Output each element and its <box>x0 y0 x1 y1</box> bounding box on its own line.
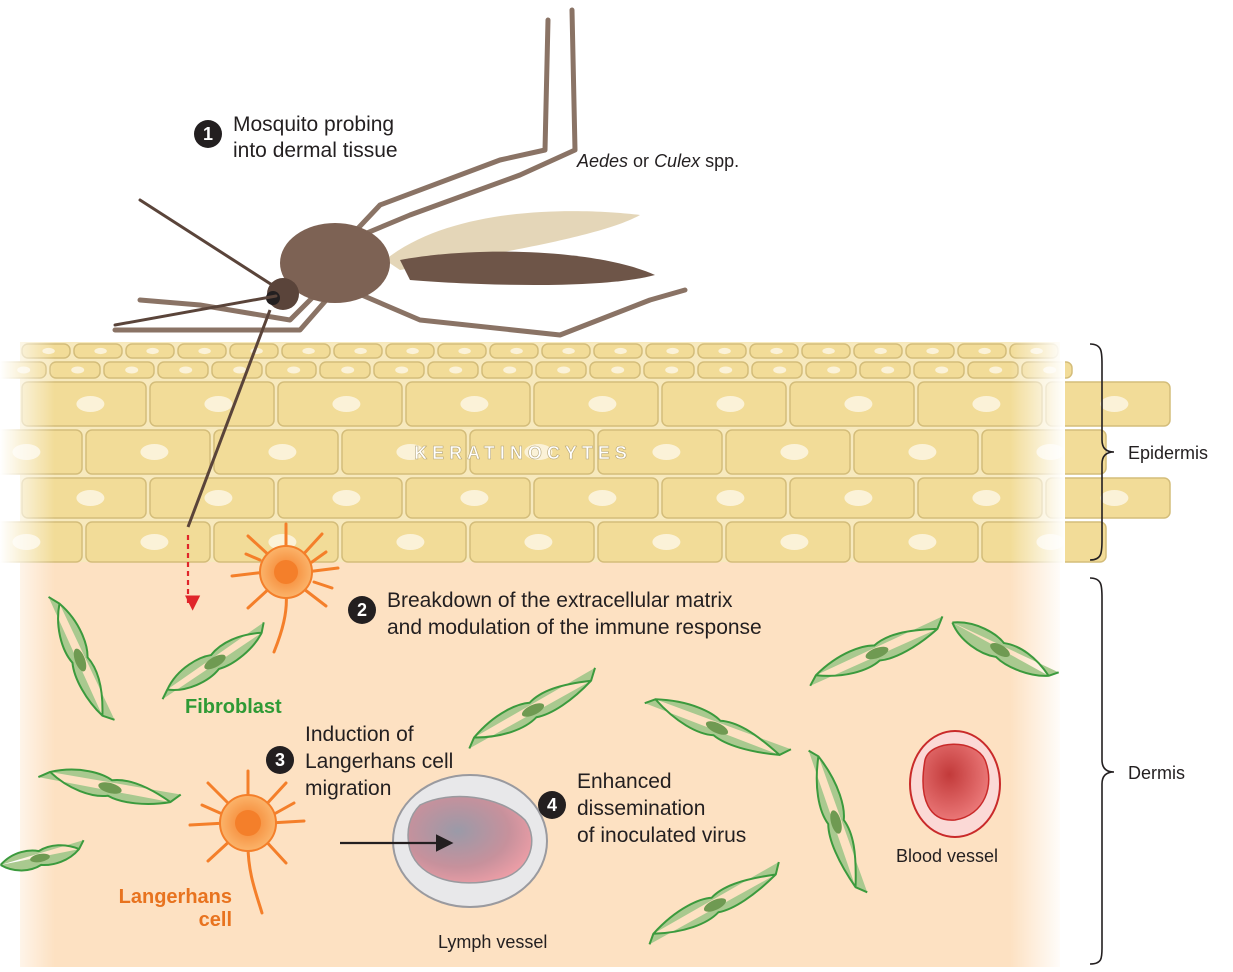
keratinocyte-nucleus <box>1100 396 1128 412</box>
step-3-line-1: Induction of <box>305 723 414 746</box>
keratinocyte-nucleus <box>562 348 574 354</box>
keratinocyte-nucleus <box>665 366 678 373</box>
step-1-number: 1 <box>203 124 213 144</box>
keratinocyte-nucleus <box>354 348 366 354</box>
keratinocyte-nucleus <box>926 348 938 354</box>
keratinocyte-nucleus <box>204 396 232 412</box>
keratinocyte-nucleus <box>204 490 232 506</box>
keratinocyte-nucleus <box>827 366 840 373</box>
keratinocyte-nucleus <box>978 348 990 354</box>
step-1: 1 Mosquito probing into dermal tissue <box>194 113 398 162</box>
lymph-vessel <box>393 775 547 907</box>
keratinocyte-nucleus <box>908 534 936 550</box>
keratinocyte-nucleus <box>341 366 354 373</box>
blood-vessel <box>910 731 1000 837</box>
keratinocyte-nucleus <box>140 534 168 550</box>
keratinocyte-nucleus <box>611 366 624 373</box>
keratinocyte-nucleus <box>935 366 948 373</box>
keratinocyte-nucleus <box>844 490 872 506</box>
species-label: Aedes or Culex spp. <box>576 151 739 171</box>
step-4-line-3: of inoculated virus <box>577 824 746 847</box>
keratinocyte-nucleus <box>716 490 744 506</box>
keratinocyte-nucleus <box>510 348 522 354</box>
keratinocyte-nucleus <box>460 396 488 412</box>
keratinocyte-nucleus <box>406 348 418 354</box>
keratinocyte-nucleus <box>874 348 886 354</box>
keratinocyte-nucleus <box>719 366 732 373</box>
keratinocyte-nucleus <box>718 348 730 354</box>
fade-left <box>0 340 55 967</box>
keratinocyte-nucleus <box>287 366 300 373</box>
keratinocyte-nucleus <box>449 366 462 373</box>
keratinocyte-nucleus <box>233 366 246 373</box>
keratinocyte-nucleus <box>524 534 552 550</box>
keratinocyte-nucleus <box>773 366 786 373</box>
step-3-line-3: migration <box>305 777 391 800</box>
lymph-vessel-label: Lymph vessel <box>438 932 547 952</box>
keratinocyte-nucleus <box>770 348 782 354</box>
keratinocyte-nucleus <box>716 396 744 412</box>
dermis-label: Dermis <box>1128 763 1185 783</box>
keratinocyte-nucleus <box>881 366 894 373</box>
step-3-number: 3 <box>275 750 285 770</box>
fibroblast-label: Fibroblast <box>185 696 282 718</box>
keratinocyte-nucleus <box>94 348 106 354</box>
keratinocyte-nucleus <box>844 396 872 412</box>
epidermis-label: Epidermis <box>1128 443 1208 463</box>
keratinocyte-nucleus <box>972 490 1000 506</box>
keratinocyte-nucleus <box>1100 490 1128 506</box>
keratinocyte-nucleus <box>822 348 834 354</box>
keratinocyte-nucleus <box>588 396 616 412</box>
keratinocyte-nucleus <box>76 490 104 506</box>
keratinocyte-nucleus <box>780 444 808 460</box>
keratinocyte-nucleus <box>908 444 936 460</box>
keratinocyte-nucleus <box>503 366 516 373</box>
keratinocyte-nucleus <box>198 348 210 354</box>
keratinocyte-nucleus <box>588 490 616 506</box>
step-2-number: 2 <box>357 600 367 620</box>
keratinocyte-nucleus <box>332 490 360 506</box>
keratinocyte-nucleus <box>302 348 314 354</box>
keratinocyte-nucleus <box>460 490 488 506</box>
step-1-line-1: Mosquito probing <box>233 113 394 136</box>
step-2-line-1: Breakdown of the extracellular matrix <box>387 589 733 612</box>
keratinocyte-nucleus <box>71 366 84 373</box>
keratinocyte-nucleus <box>989 366 1002 373</box>
keratinocyte-nucleus <box>652 534 680 550</box>
keratinocyte-nucleus <box>557 366 570 373</box>
step-4-number: 4 <box>547 795 557 815</box>
keratinocyte-nucleus <box>652 444 680 460</box>
step-4-line-2: dissemination <box>577 797 705 820</box>
keratinocyte-nucleus <box>332 396 360 412</box>
langerhans-label-line-1: Langerhans <box>119 886 232 908</box>
keratinocyte-nucleus <box>458 348 470 354</box>
langerhans-label-line-2: cell <box>199 909 232 931</box>
keratinocyte-nucleus <box>125 366 138 373</box>
blood-vessel-label: Blood vessel <box>896 846 998 866</box>
step-4-line-1: Enhanced <box>577 770 672 793</box>
dermis-brace <box>1090 578 1114 964</box>
step-3-line-2: Langerhans cell <box>305 750 453 773</box>
keratinocyte-nucleus <box>395 366 408 373</box>
step-2-line-2: and modulation of the immune response <box>387 616 762 639</box>
keratinocyte-nucleus <box>396 534 424 550</box>
keratinocyte-nucleus <box>146 348 158 354</box>
keratinocytes-label: KERATINOCYTES <box>414 443 632 463</box>
keratinocyte-nucleus <box>972 396 1000 412</box>
keratinocyte-nucleus <box>179 366 192 373</box>
fade-right <box>1010 340 1065 967</box>
keratinocyte-nucleus <box>780 534 808 550</box>
keratinocyte-nucleus <box>268 444 296 460</box>
keratinocyte-nucleus <box>140 444 168 460</box>
keratinocyte-nucleus <box>614 348 626 354</box>
step-1-line-2: into dermal tissue <box>233 139 398 162</box>
keratinocyte-nucleus <box>666 348 678 354</box>
keratinocyte-nucleus <box>76 396 104 412</box>
